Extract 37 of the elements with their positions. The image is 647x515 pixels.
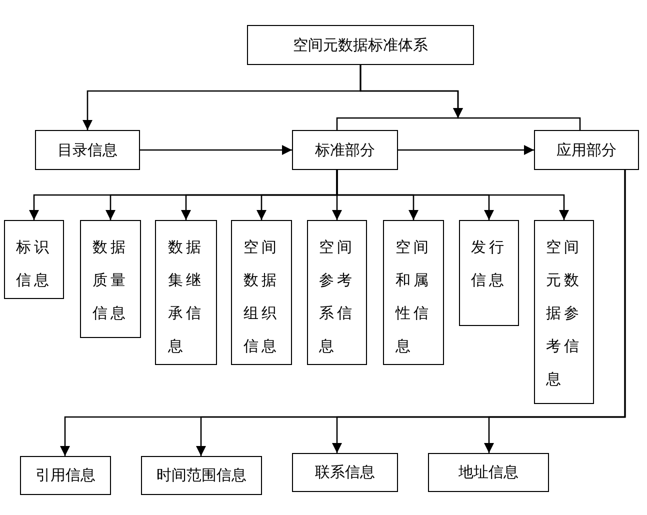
process-box xyxy=(141,456,262,495)
box-label: 地址信息 xyxy=(458,463,518,482)
box-label: 发行信息 xyxy=(471,237,507,291)
box-label: 空间和属性信息 xyxy=(396,237,432,357)
arrow xyxy=(336,170,569,220)
process-box xyxy=(534,130,639,170)
box-label: 应用部分 xyxy=(556,140,616,160)
category-box xyxy=(155,220,217,365)
box-label: 引用信息 xyxy=(36,466,96,485)
box-label: 标识信息 xyxy=(16,237,52,291)
process-box xyxy=(292,130,398,170)
process-box xyxy=(247,25,474,65)
arrow xyxy=(360,65,581,130)
category-box xyxy=(4,220,64,299)
box-label: 空间数据组织信息 xyxy=(244,237,280,357)
category-box xyxy=(231,220,292,365)
category-box xyxy=(307,220,367,365)
process-box xyxy=(20,456,111,495)
box-label: 空间元数据参考信息 xyxy=(546,237,582,390)
box-label: 时间范围信息 xyxy=(156,466,246,485)
box-label: 联系信息 xyxy=(315,463,375,482)
category-box xyxy=(459,220,519,326)
category-box xyxy=(80,220,141,338)
box-label: 空间元数据标准体系 xyxy=(293,36,428,54)
arrow xyxy=(398,145,534,155)
process-box xyxy=(35,130,140,170)
box-label: 数据质量信息 xyxy=(92,237,128,324)
box-label: 目录信息 xyxy=(58,140,118,160)
arrow xyxy=(140,145,292,155)
box-label: 空间参考系信息 xyxy=(319,237,355,357)
category-box xyxy=(383,220,444,365)
box-label: 标准部分 xyxy=(315,140,375,160)
process-box xyxy=(292,453,398,492)
box-label: 数据集继承信息 xyxy=(168,237,204,357)
arrow xyxy=(484,170,626,453)
process-box xyxy=(428,453,549,492)
category-box xyxy=(534,220,594,404)
